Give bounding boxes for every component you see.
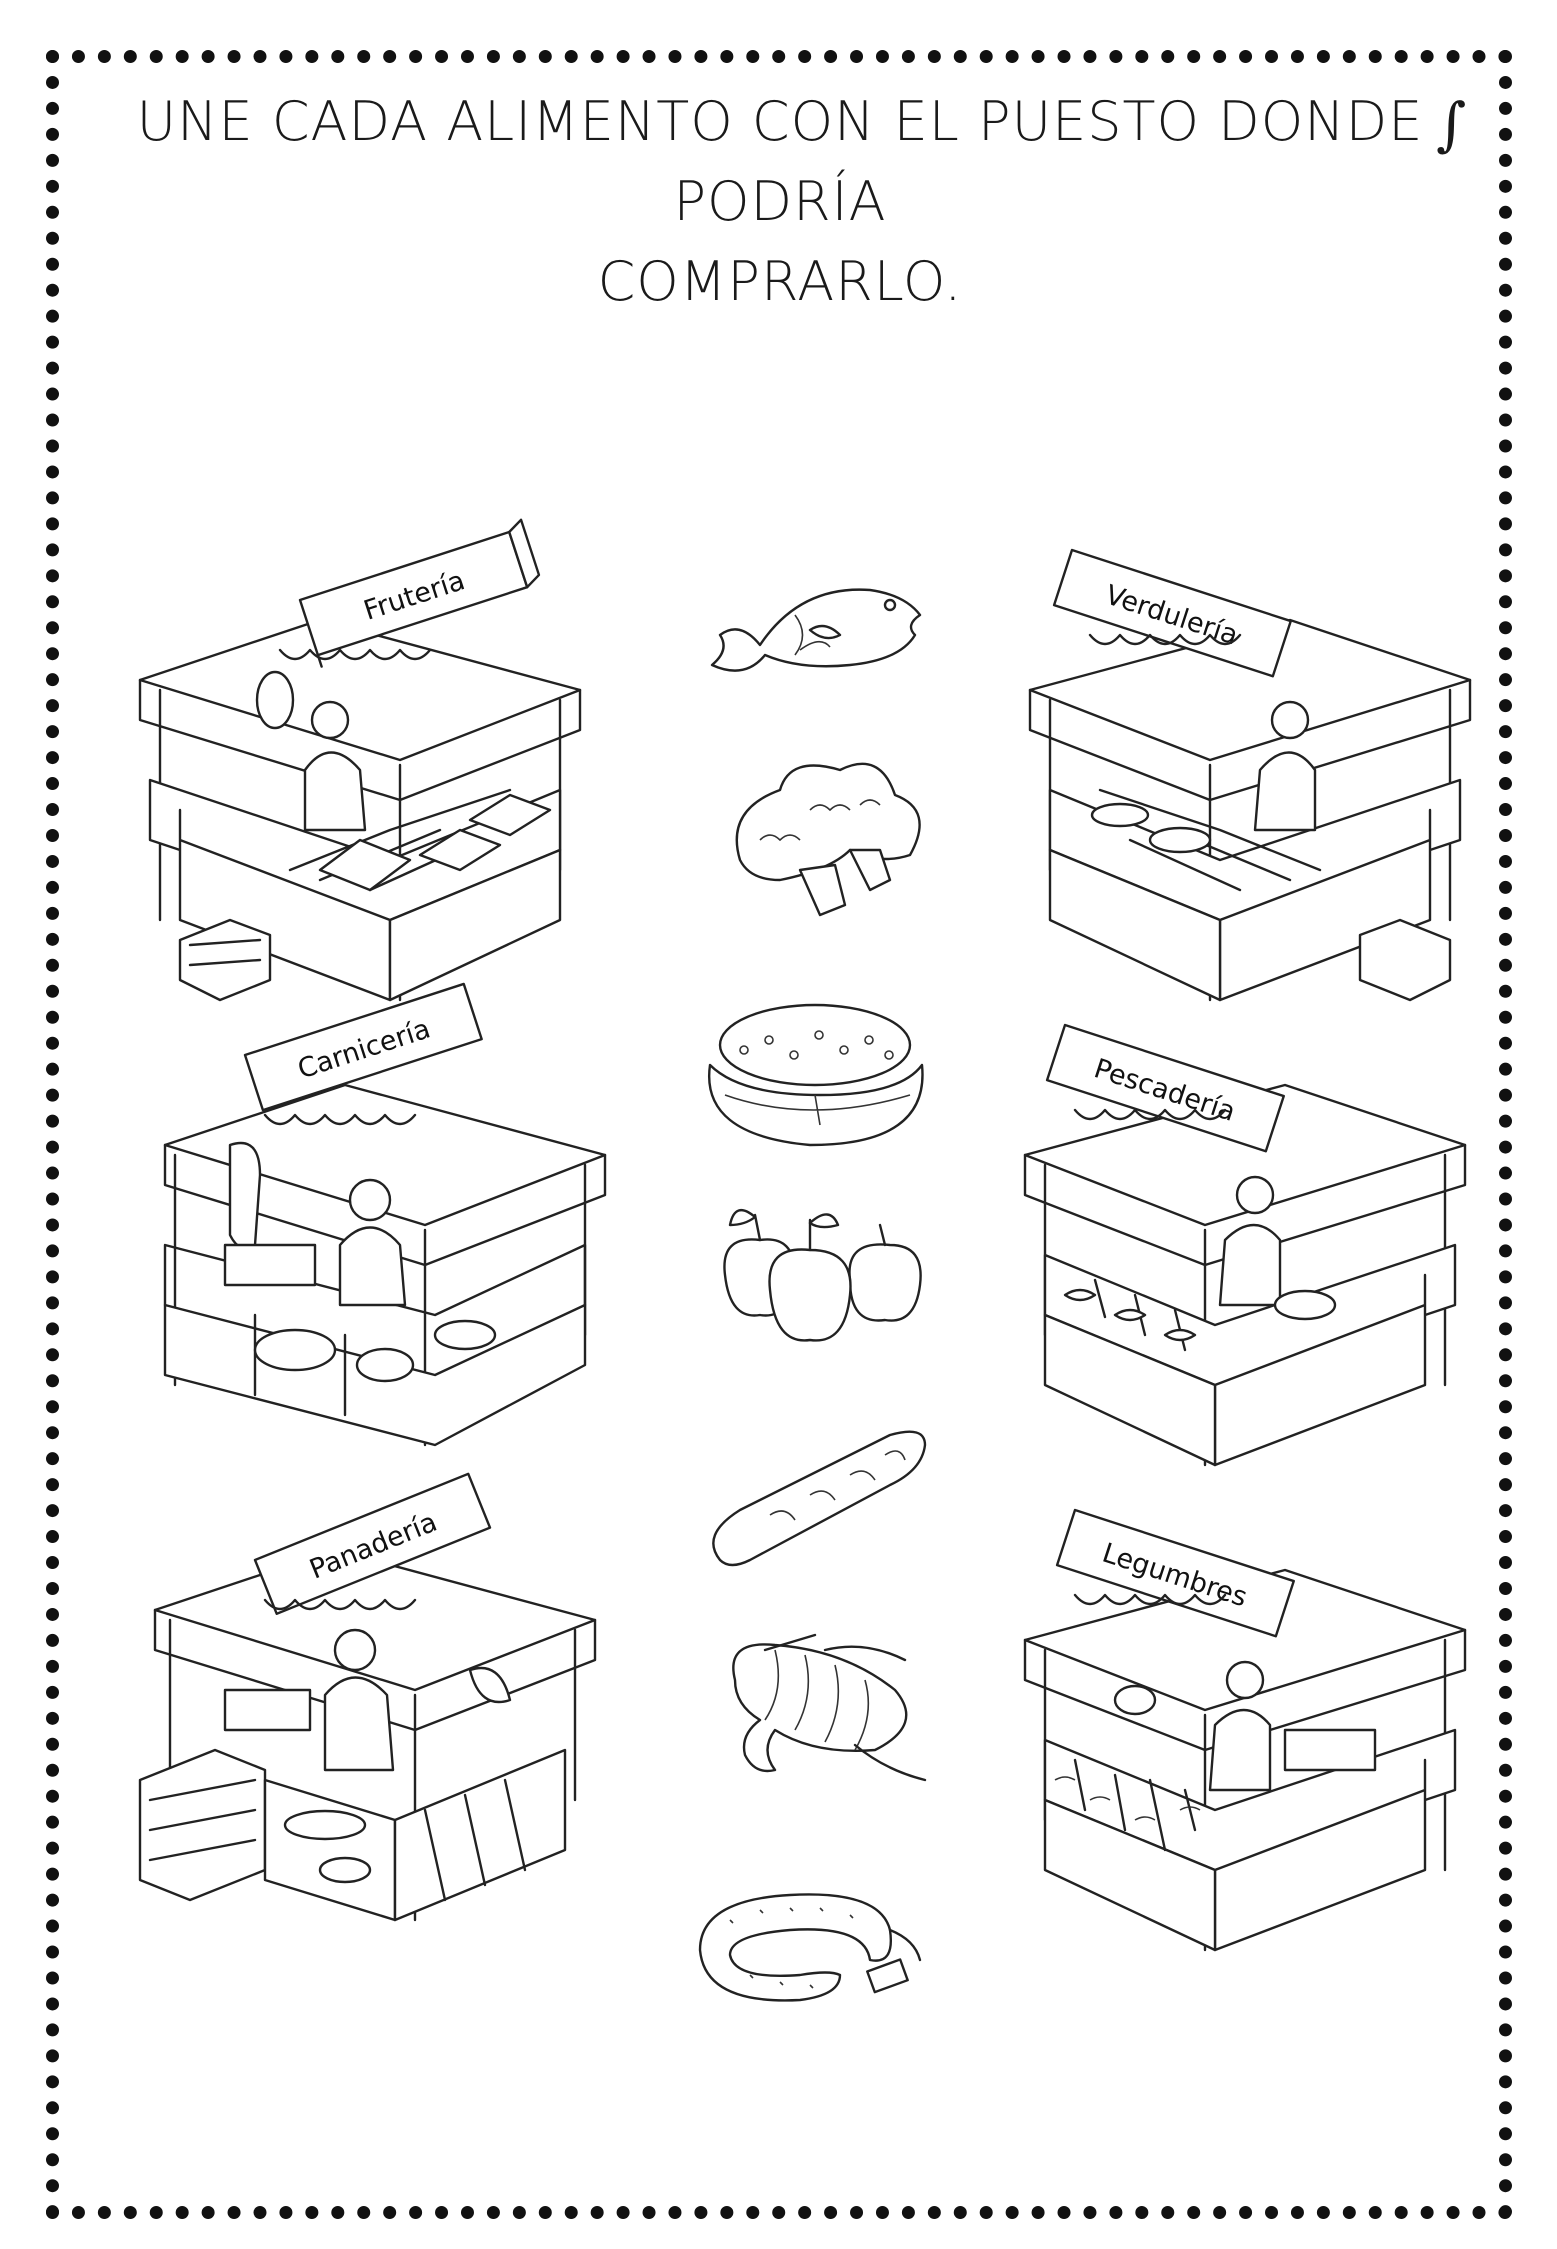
instruction-trailing-mark: ∫ [1436,90,1467,158]
food-chickpea-sack[interactable] [700,985,940,1155]
fruit-stall-icon: Frutería [138,518,582,1002]
legumes-stall-icon: Legumbres [1023,1508,1467,1952]
shrimp-icon [732,1633,927,1782]
stall-pescaderia[interactable]: Pescadería [1005,1005,1485,1467]
stall-carniceria[interactable]: Carnicería [145,982,625,1465]
butcher-stall-icon: Carnicería [163,982,607,1447]
food-broccoli[interactable] [720,750,960,920]
food-apples[interactable] [710,1195,950,1365]
baguette-icon [712,1430,927,1567]
food-shrimp[interactable] [705,1630,945,1800]
chickpea-sack-icon [707,1003,924,1147]
stall-fruteria[interactable]: Frutería [120,518,600,1002]
instruction-line-1: UNE CADA ALIMENTO CON EL PUESTO DONDE PO… [136,90,1424,233]
stall-panaderia[interactable]: Panadería [125,1472,605,1940]
apples-icon [723,1208,922,1342]
food-baguette[interactable] [700,1420,940,1590]
stall-legumbres[interactable]: Legumbres [1005,1490,1485,1952]
instruction-line-2: COMPRARLO. [597,250,963,313]
worksheet-instruction: UNE CADA ALIMENTO CON EL PUESTO DONDE PO… [70,82,1490,322]
food-fish[interactable] [700,565,940,735]
vegetable-stall-icon: Verdulería [1028,548,1472,1002]
fish-icon [710,588,922,672]
dotted-border-frame [46,50,1512,2219]
bakery-stall-icon: Panadería [138,1472,597,1922]
fish-stall-icon: Pescadería [1023,1023,1467,1467]
sausage-icon [698,1893,922,2002]
broccoli-icon [735,762,921,917]
stall-verduleria[interactable]: Verdulería [1010,540,1490,1002]
food-sausage[interactable] [690,1860,930,2030]
